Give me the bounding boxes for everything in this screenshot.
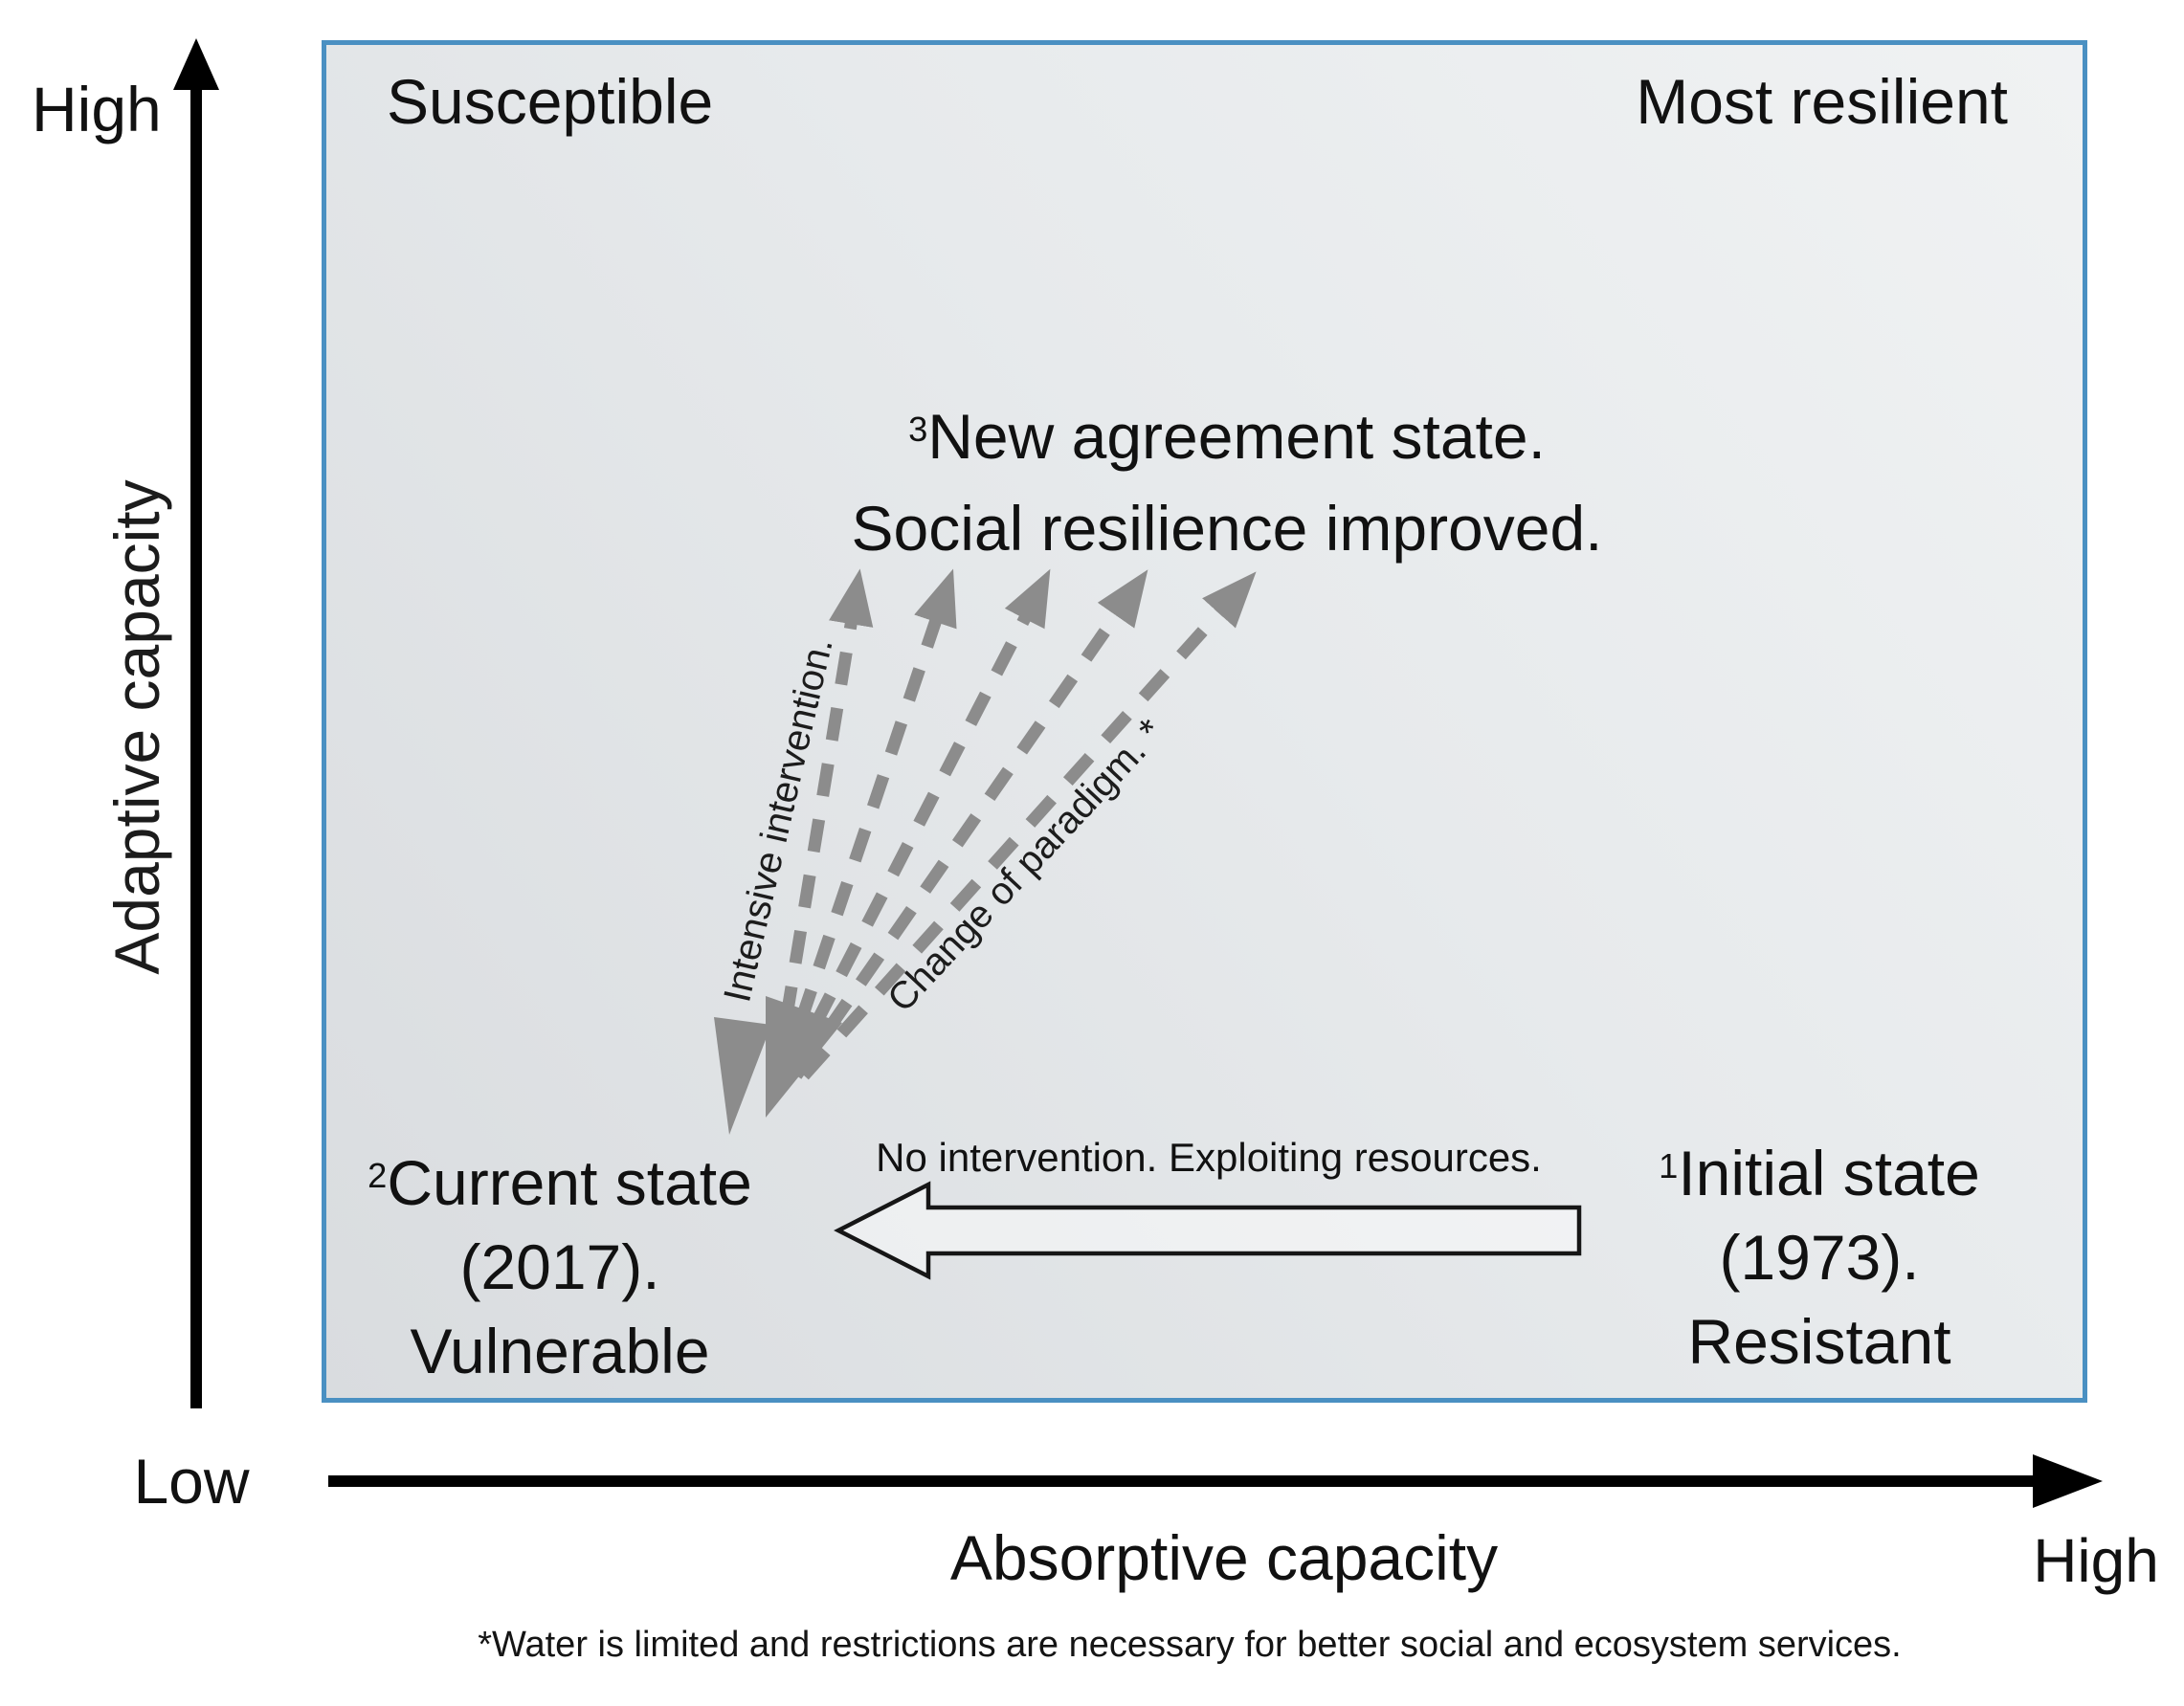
current-state-line-1: 2Current state xyxy=(368,1147,752,1218)
new-agreement-line-2: Social resilience improved. xyxy=(851,493,1603,564)
state-2-superscript: 2 xyxy=(368,1155,388,1195)
footnote: *Water is limited and restrictions are n… xyxy=(478,1625,1902,1665)
state-3-superscript: 3 xyxy=(908,409,928,449)
x-axis-arrow xyxy=(328,1454,2103,1508)
initial-state-line-1: 1Initial state xyxy=(1659,1138,1980,1208)
initial-state-line-3: Resistant xyxy=(1687,1306,1951,1377)
y-axis-title: Adaptive capacity xyxy=(101,479,172,975)
y-axis-low-label: Low xyxy=(133,1446,250,1517)
x-axis-high-label: High xyxy=(2033,1526,2159,1595)
y-axis-high-label: High xyxy=(32,74,162,144)
current-state-line-3: Vulnerable xyxy=(410,1316,710,1386)
no-intervention-label: No intervention. Exploiting resources. xyxy=(876,1135,1542,1180)
current-state-label: 2Current state (2017). Vulnerable xyxy=(368,1141,752,1393)
susceptible-label: Susceptible xyxy=(387,66,714,137)
current-state-line-2: (2017). xyxy=(459,1231,660,1302)
new-agreement-state-label: 3New agreement state. Social resilience … xyxy=(851,390,1602,574)
x-axis-title: Absorptive capacity xyxy=(949,1522,1499,1593)
y-axis-arrow xyxy=(173,38,219,1408)
initial-state-label: 1Initial state (1973). Resistant xyxy=(1659,1131,1980,1384)
initial-state-line-2: (1973). xyxy=(1719,1222,1920,1293)
state-1-superscript: 1 xyxy=(1659,1145,1679,1185)
new-agreement-line-1: 3New agreement state. xyxy=(908,401,1546,472)
most-resilient-label: Most resilient xyxy=(1636,66,2008,137)
